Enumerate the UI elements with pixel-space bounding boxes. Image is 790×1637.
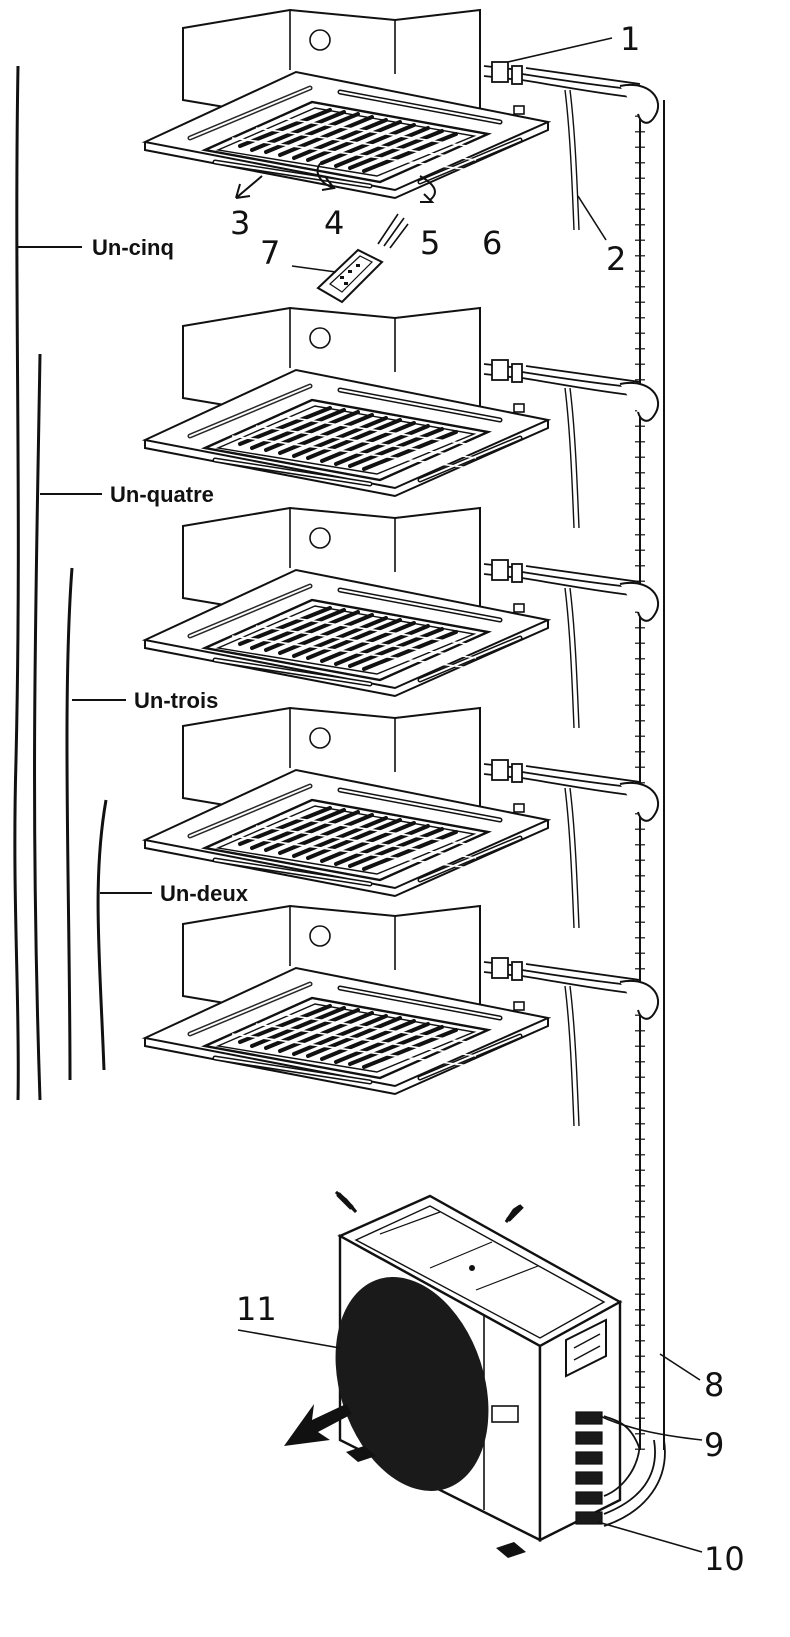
callout-leaders	[237, 37, 703, 1553]
callout-2: 2	[606, 240, 626, 278]
level-label-un-cinq: Un-cinq	[92, 235, 174, 260]
level-label-un-quatre: Un-quatre	[110, 482, 214, 507]
outdoor-unit-icon	[335, 1194, 623, 1558]
level-label-un-trois: Un-trois	[134, 688, 218, 713]
connection-pipes	[603, 1415, 666, 1527]
airflow-arrow-icon	[284, 1190, 524, 1446]
callout-9: 9	[704, 1426, 724, 1464]
callout-1: 1	[620, 20, 640, 58]
callout-4: 4	[324, 204, 344, 242]
remote-control-icon	[316, 213, 409, 304]
level-bracket-2	[96, 799, 108, 1071]
indoor-unit-5	[145, 10, 660, 230]
level-bracket-4	[33, 353, 42, 1101]
callout-11: 11	[236, 1290, 277, 1328]
callout-5: 5	[420, 224, 440, 262]
level-label-un-deux: Un-deux	[160, 881, 249, 906]
callout-3: 3	[230, 204, 250, 242]
indoor-unit-1	[145, 906, 660, 1126]
callout-10: 10	[704, 1540, 745, 1578]
airflow-arrow-icon	[235, 161, 436, 203]
level-bracket-5	[13, 65, 20, 1101]
indoor-unit-4	[145, 308, 660, 528]
level-bracket-3	[65, 567, 74, 1081]
callout-6: 6	[482, 224, 502, 262]
callout-7: 7	[260, 234, 280, 272]
indoor-unit-3	[145, 508, 660, 728]
main-riser-pipe	[635, 100, 665, 1450]
callout-8: 8	[704, 1366, 724, 1404]
